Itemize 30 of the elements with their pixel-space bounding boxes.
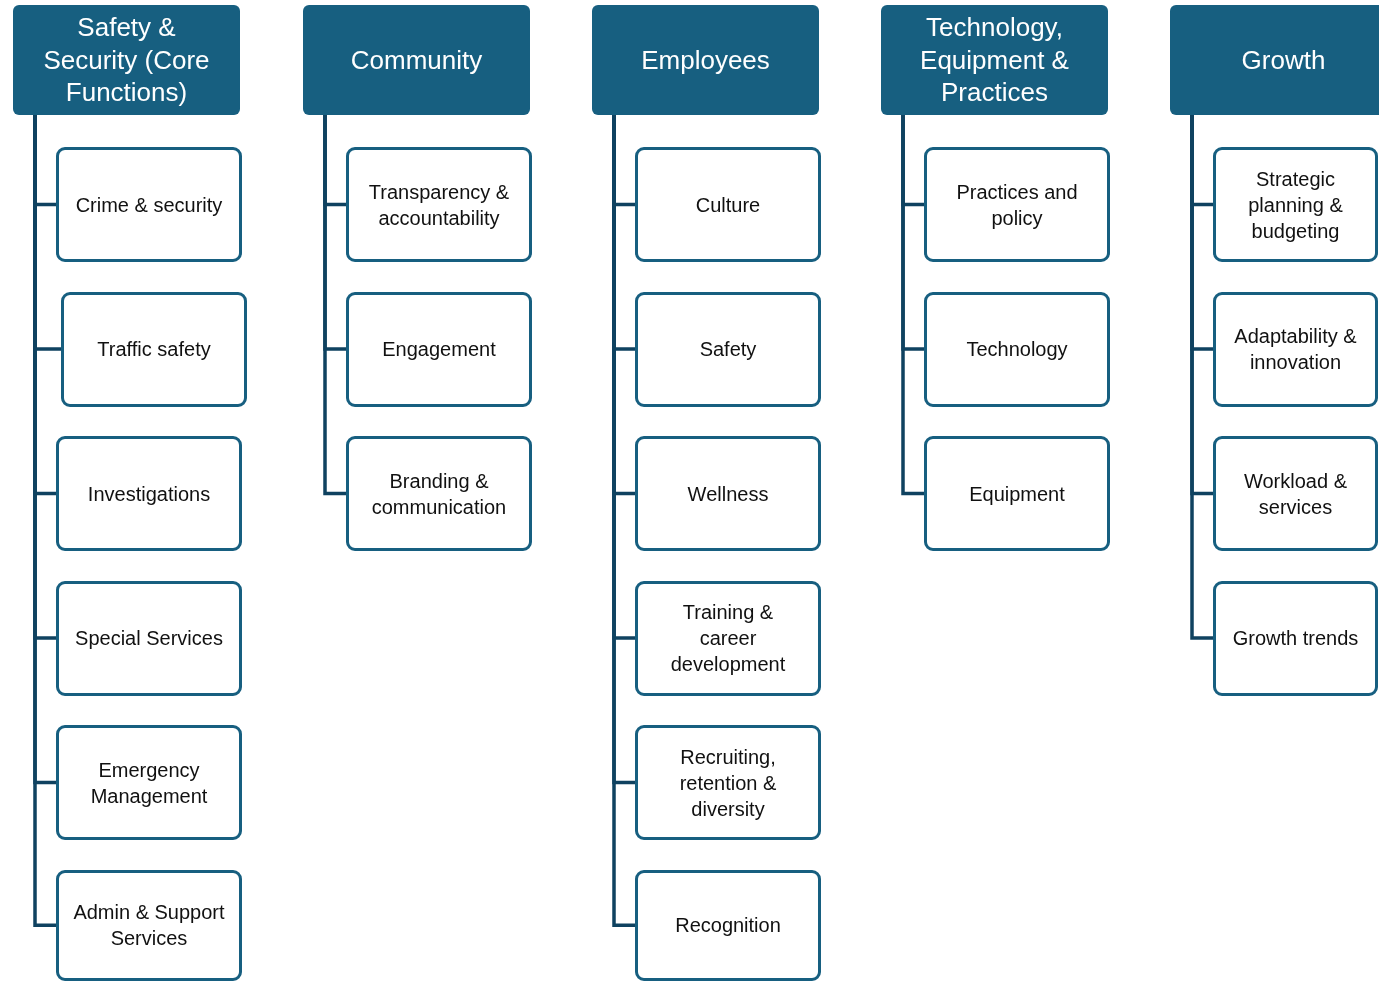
category-header: Growth xyxy=(1170,5,1379,115)
connector-line xyxy=(901,115,924,496)
topic-box: Wellness xyxy=(635,436,821,551)
category-header: Community xyxy=(303,5,530,115)
topic-box: Growth trends xyxy=(1213,580,1378,696)
topic-box: Recruiting, retention & diversity xyxy=(635,725,821,840)
topic-box: Practices and policy xyxy=(924,147,1110,262)
topic-box: Recognition xyxy=(635,869,821,981)
topic-box: Special Services xyxy=(56,580,242,696)
topic-box: Technology xyxy=(924,291,1110,407)
category-header: Safety & Security (Core Functions) xyxy=(13,5,240,115)
topic-box: Workload & services xyxy=(1213,436,1378,551)
topic-box: Equipment xyxy=(924,436,1110,551)
topic-box: Transparency & accountability xyxy=(346,147,532,262)
topic-box: Traffic safety xyxy=(61,291,247,407)
topic-box: Crime & security xyxy=(56,147,242,262)
topic-box: Investigations xyxy=(56,436,242,551)
category-header: Employees xyxy=(592,5,819,115)
topic-box: Admin & Support Services xyxy=(56,869,242,981)
topic-box: Emergency Management xyxy=(56,725,242,840)
topic-box: Engagement xyxy=(346,291,532,407)
category-header: Technology, Equipment & Practices xyxy=(881,5,1108,115)
topic-box: Adaptability & innovation xyxy=(1213,291,1378,407)
topic-box: Safety xyxy=(635,291,821,407)
topic-box: Strategic planning & budgeting xyxy=(1213,147,1378,262)
connector-line xyxy=(323,115,346,496)
topic-box: Training & career development xyxy=(635,580,821,696)
connector-line xyxy=(1190,115,1213,640)
topic-box: Culture xyxy=(635,147,821,262)
topic-box: Branding & communication xyxy=(346,436,532,551)
